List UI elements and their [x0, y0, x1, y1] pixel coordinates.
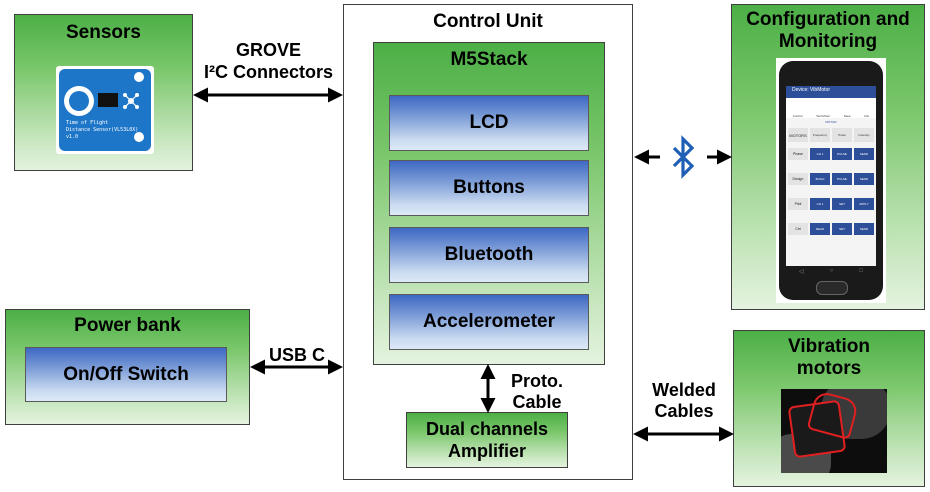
grove-label-line2: I²C Connectors	[203, 62, 333, 82]
amplifier-line1: Dual channels	[425, 419, 549, 439]
phone-row-button: PULSE	[832, 148, 852, 160]
vibration-title-line2: motors	[796, 358, 862, 379]
phone-recent-icon: □	[859, 268, 863, 274]
on-off-switch: On/Off Switch	[25, 347, 227, 402]
phone-row-button: CH 1	[810, 148, 830, 160]
phone-row-button: BUILD	[810, 173, 830, 185]
phone-col-header-1: MOTORS	[788, 128, 808, 142]
phone-row-button: SEND	[854, 223, 874, 235]
phone-col-header-4: Intensity	[854, 128, 874, 142]
grove-label-line1: GROVE	[235, 40, 301, 60]
sensor-board-text-3: v1.0	[66, 134, 79, 140]
vibration-motors-box: Vibration motors	[733, 330, 925, 487]
vibration-title-line1: Vibration	[788, 336, 870, 357]
sensor-board-text-1: Time of Flight	[66, 120, 109, 126]
phone-tab-1: Control	[792, 114, 803, 118]
grove-logo-icon	[122, 92, 140, 110]
phone-row-label: Pilot	[788, 198, 808, 210]
bluetooth-module: Bluetooth	[389, 227, 589, 283]
phone-home-icon: ○	[829, 268, 834, 274]
phone-row-button: APPLY	[854, 198, 874, 210]
phone-row-button: PULSE	[832, 173, 852, 185]
m5stack-title: M5Stack	[450, 49, 528, 70]
phone-row-label: Phase	[788, 148, 808, 160]
phone-back-icon: ◁	[799, 268, 804, 275]
phone-row-label: Design	[788, 173, 808, 185]
config-title-line2: Monitoring	[778, 31, 878, 52]
config-box: Configuration and Monitoring Device: Vib…	[731, 4, 925, 310]
lcd-module: LCD	[389, 95, 589, 151]
bluetooth-icon	[672, 135, 695, 179]
phone-header-text: Device: VibMotor	[792, 87, 830, 93]
welded-label-line1: Welded	[652, 380, 716, 400]
proto-cable-label-line2: Cable	[512, 392, 562, 412]
phone-tab-3: Save	[843, 114, 851, 118]
proto-cable-label-line1: Proto.	[511, 371, 563, 391]
sensor-board-image: Time of Flight Distance Sensor(VL53L0X) …	[56, 66, 154, 154]
power-bank-title: Power bank	[74, 315, 181, 336]
amplifier-box: Dual channels Amplifier	[406, 412, 568, 468]
config-title-line1: Configuration and	[746, 9, 910, 30]
sensor-board-text-2: Distance Sensor(VL53L0X)	[66, 127, 139, 133]
vibration-motor-image	[781, 389, 887, 473]
phone-row-button: SET	[832, 198, 852, 210]
phone-home-button	[816, 281, 848, 295]
phone-row-label: Ctrl	[788, 223, 808, 235]
amplifier-line2: Amplifier	[447, 441, 526, 461]
phone-row-button: SEND	[854, 148, 874, 160]
phone-row-button: SET	[832, 223, 852, 235]
phone-tab-2: Test Motor	[816, 114, 831, 118]
phone-col-header-2: Frequency	[810, 128, 830, 142]
phone-tab-4: Info	[864, 114, 870, 118]
accelerometer-module: Accelerometer	[389, 294, 589, 350]
sensors-box: Sensors Time of Flight Distance Sensor(V…	[14, 14, 193, 171]
phone-row-button: CH 1	[810, 198, 830, 210]
phone-section-label: MOTOR	[825, 120, 837, 124]
control-unit-title: Control Unit	[433, 11, 543, 32]
phone-image: Device: VibMotor Control Test Motor Save…	[776, 58, 886, 303]
phone-row-button: READ	[810, 223, 830, 235]
welded-label-line2: Cables	[654, 401, 714, 421]
phone-row-button: SEND	[854, 173, 874, 185]
phone-col-header-3: Pulse	[832, 128, 852, 142]
buttons-module: Buttons	[389, 160, 589, 216]
sensors-title: Sensors	[66, 22, 141, 43]
